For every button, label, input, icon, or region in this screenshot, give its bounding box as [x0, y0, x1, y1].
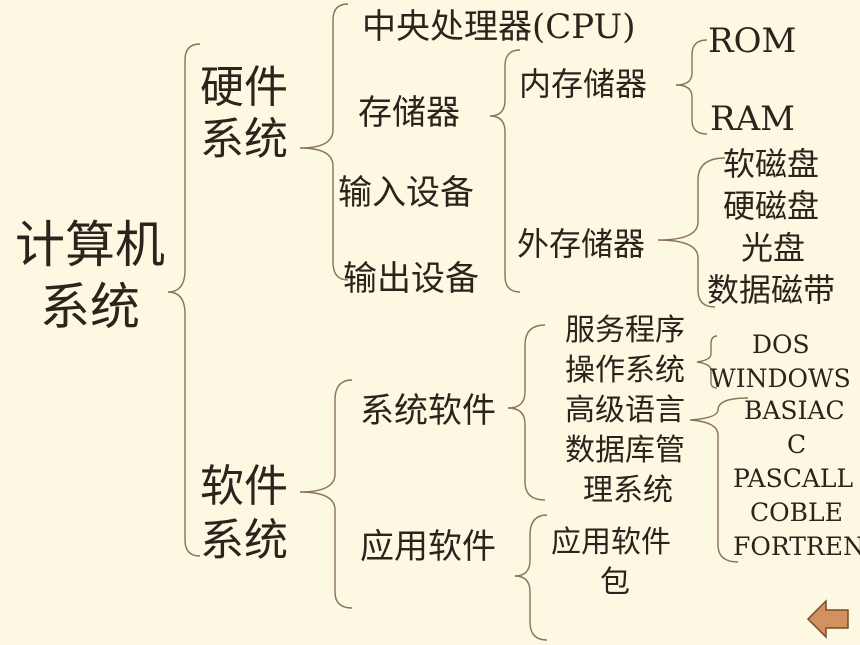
- os-item-dos: DOS: [752, 330, 810, 359]
- brace-application-software: [514, 514, 548, 641]
- system-software-item-service: 服务程序: [565, 313, 685, 348]
- external-memory-floppy: 软磁盘: [723, 145, 820, 183]
- software-label-line2: 系统: [200, 515, 288, 566]
- system-software-label: 系统软件: [360, 391, 496, 431]
- brace-hardware: [299, 3, 349, 281]
- language-item-c: C: [787, 430, 807, 459]
- hardware-item-input: 输入设备: [338, 173, 474, 213]
- brace-internal-memory: [675, 39, 708, 135]
- hardware-item-storage: 存储器: [358, 93, 460, 133]
- hardware-label-line2: 系统: [200, 114, 288, 165]
- root-label-line1: 计算机: [15, 216, 165, 274]
- root-label-line2: 系统: [40, 278, 140, 336]
- brace-os: [696, 335, 718, 389]
- hardware-item-cpu: 中央处理器(CPU): [362, 7, 636, 47]
- external-memory-optical: 光盘: [741, 229, 806, 267]
- external-memory-hdd: 硬磁盘: [723, 187, 820, 225]
- internal-memory-ram: RAM: [710, 99, 795, 139]
- internal-memory-label: 内存储器: [519, 65, 648, 103]
- language-item-pascal: PASCALL: [733, 464, 854, 493]
- language-item-cobol: COBLE: [750, 498, 843, 527]
- hardware-item-output: 输出设备: [343, 259, 479, 299]
- os-item-windows: WINDOWS: [710, 364, 851, 393]
- hardware-label: 硬件 系统: [197, 62, 291, 166]
- brace-system-software: [507, 324, 546, 501]
- external-memory-label: 外存储器: [517, 225, 646, 263]
- hardware-label-line1: 硬件: [200, 62, 288, 113]
- application-software-item-package-line2: 包: [600, 565, 630, 600]
- software-label-line1: 软件: [200, 461, 288, 512]
- root-label: 计算机 系统: [12, 214, 168, 338]
- internal-memory-rom: ROM: [708, 21, 797, 61]
- brace-languages: [689, 397, 749, 563]
- brace-external-memory: [657, 157, 726, 308]
- brace-root: [167, 43, 201, 557]
- external-memory-tape: 数据磁带: [707, 271, 836, 309]
- application-software-item-package-line1: 应用软件: [551, 525, 671, 560]
- language-item-basic: BASIAC: [744, 396, 845, 425]
- system-software-item-dbms-line1: 数据库管: [565, 433, 685, 468]
- system-software-item-dbms-line2: 理系统: [583, 473, 673, 508]
- back-button[interactable]: [806, 598, 852, 640]
- brace-storage: [489, 49, 521, 293]
- system-software-item-os: 操作系统: [565, 353, 685, 388]
- application-software-label: 应用软件: [360, 527, 496, 567]
- system-software-item-language: 高级语言: [565, 393, 685, 428]
- brace-software: [299, 379, 353, 609]
- back-arrow-icon: [806, 599, 849, 639]
- software-label: 软件 系统: [197, 460, 291, 568]
- language-item-fortran: FORTREN: [733, 532, 860, 561]
